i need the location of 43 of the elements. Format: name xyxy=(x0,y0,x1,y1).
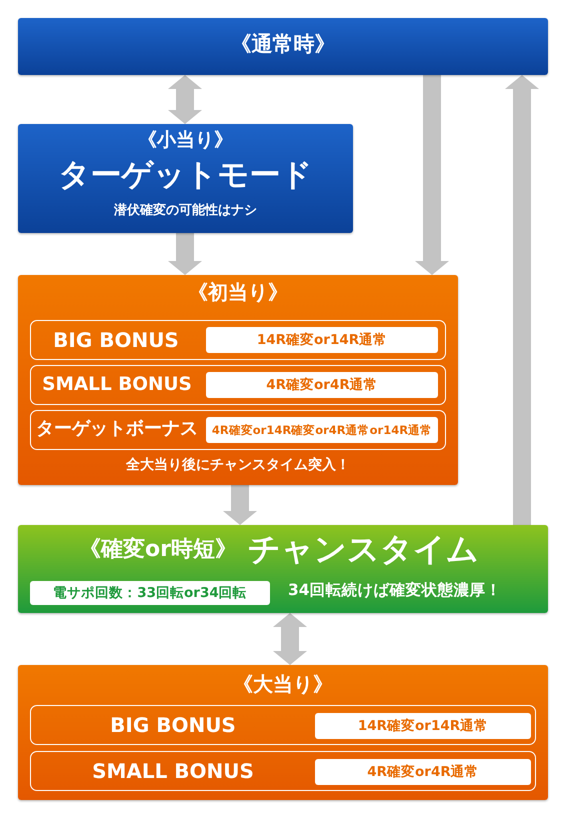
bonus-row xyxy=(30,365,446,405)
body-text: 34回転続けば確変状態濃厚！ xyxy=(288,582,503,600)
heading-text: 《通常時》 xyxy=(230,32,336,56)
block-arrow xyxy=(223,485,257,525)
body-text: ターゲットモード xyxy=(58,158,314,194)
heading-text: BIG BONUS xyxy=(52,329,180,352)
result-box xyxy=(30,581,270,605)
result-text: 電サポ回数：33回転or34回転 xyxy=(52,584,248,603)
result-text: 14R確変or14R通常 xyxy=(356,717,490,736)
heading-text: ターゲットボーナス xyxy=(35,419,199,440)
result-box xyxy=(206,372,438,398)
result-text: 14R確変or14R通常 xyxy=(256,331,388,350)
block-arrow xyxy=(273,613,307,665)
heading-text: 《大当り》 xyxy=(232,673,334,696)
bonus-row xyxy=(30,705,536,745)
result-box xyxy=(315,713,531,739)
heading-text: 《初当り》 xyxy=(187,281,289,304)
heading-text: SMALL BONUS xyxy=(41,374,193,396)
block-arrow xyxy=(168,233,202,275)
body-text: チャンスタイム xyxy=(248,531,480,568)
heading-text: 《小当り》 xyxy=(137,130,234,152)
result-text: 4R確変or4R通常 xyxy=(265,376,379,395)
state-box xyxy=(18,665,548,800)
block-arrow xyxy=(505,75,539,525)
state-box xyxy=(18,124,353,233)
state-box xyxy=(18,18,548,75)
body-text: 潜伏確変の可能性はナシ xyxy=(113,204,258,219)
bonus-row xyxy=(30,410,446,450)
state-box xyxy=(18,525,548,613)
block-arrow xyxy=(415,75,449,275)
heading-text: BIG BONUS xyxy=(109,714,237,737)
bonus-row xyxy=(30,751,536,791)
result-box xyxy=(206,417,438,443)
body-text: 全大当り後にチャンスタイム突入！ xyxy=(125,457,351,474)
block-arrow xyxy=(168,75,202,124)
result-box xyxy=(315,759,531,785)
heading-text: 《確変or時短》 xyxy=(78,537,238,562)
result-text: 4R確変or14R確変or4R通常or14R通常 xyxy=(210,422,434,439)
heading-text: SMALL BONUS xyxy=(91,760,255,783)
state-box xyxy=(18,275,458,485)
result-box xyxy=(206,327,438,353)
bonus-row xyxy=(30,320,446,360)
result-text: 4R確変or4R通常 xyxy=(366,763,480,782)
